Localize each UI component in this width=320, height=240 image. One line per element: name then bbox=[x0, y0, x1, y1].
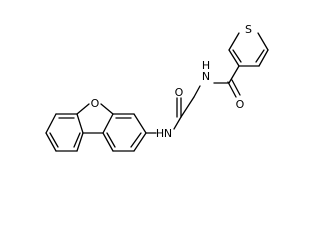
dibenzofuran-left-ring bbox=[45, 113, 84, 152]
molecule-drawing: S N H O O N H O bbox=[45, 23, 269, 152]
atom-label-oxygen-furan: O bbox=[91, 97, 100, 110]
dibenzofuran-right-ring bbox=[102, 113, 147, 152]
atom-label-hydrogen-upper: H bbox=[202, 59, 210, 72]
carboxamide-right bbox=[213, 65, 241, 98]
atom-label-nitrogen-upper: N bbox=[202, 70, 210, 83]
structure-diagram: S N H O O N H O bbox=[45, 23, 269, 152]
atom-label-sulfur: S bbox=[245, 23, 252, 36]
atom-label-oxygen-carbonyl-right: O bbox=[236, 98, 245, 111]
atom-label-oxygen-carbonyl-left: O bbox=[175, 86, 184, 99]
glycine-linker bbox=[173, 85, 201, 130]
atom-label-nitrogen-lower: N bbox=[164, 127, 172, 140]
furan-ring bbox=[76, 103, 114, 134]
atom-label-hydrogen-lower: H bbox=[156, 127, 164, 140]
thiophene-ring bbox=[228, 32, 269, 67]
